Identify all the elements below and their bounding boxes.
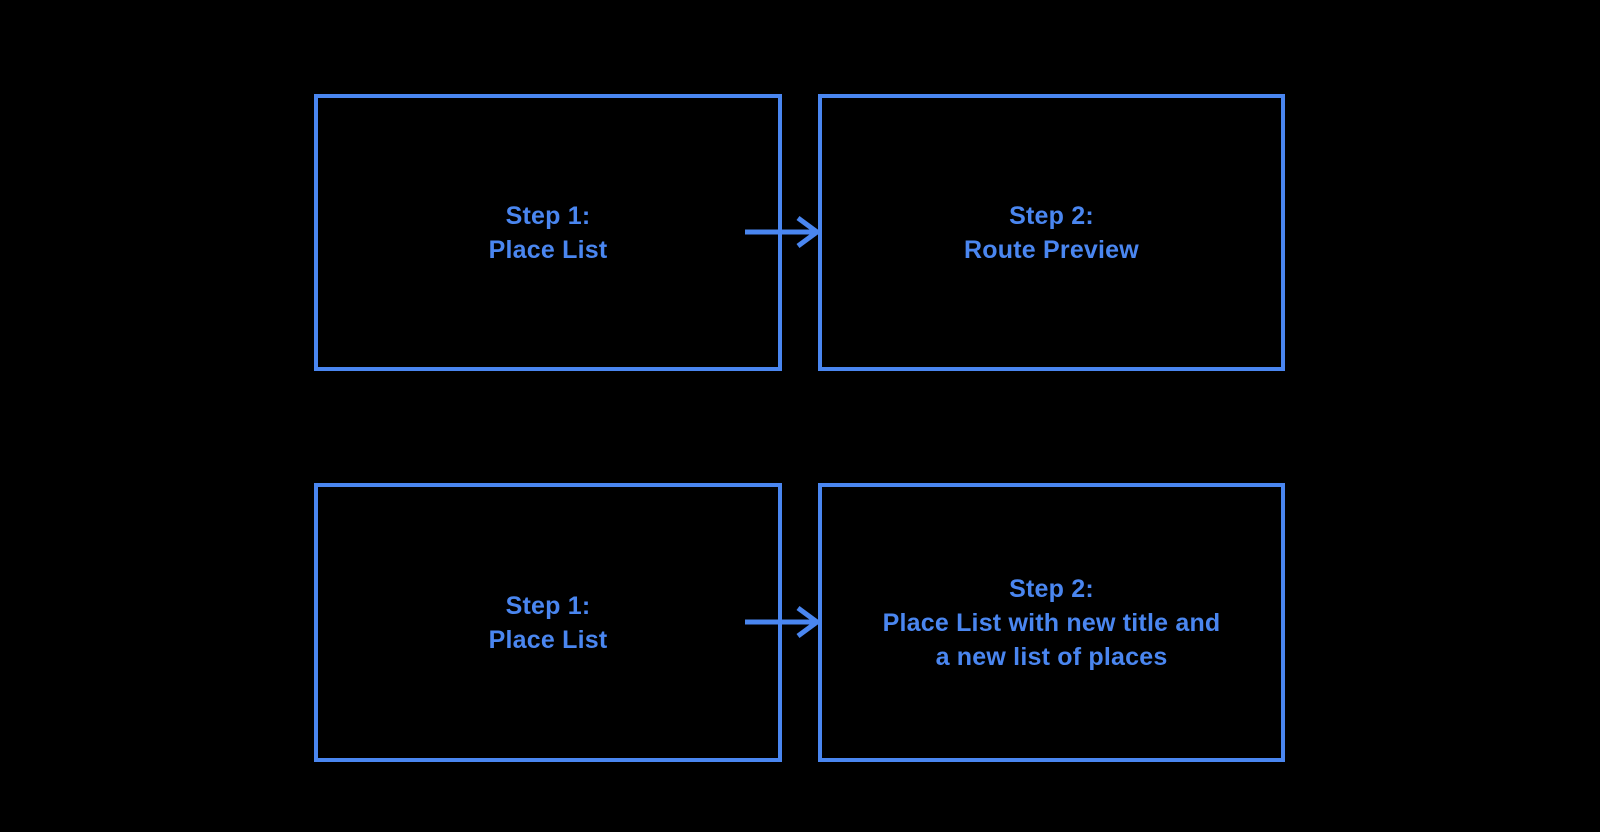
node-text-line: a new list of places — [935, 642, 1168, 671]
flow-node-row1-step2-route-preview: Step 2: Route Preview — [818, 94, 1285, 371]
node-text-line: Place List — [488, 625, 608, 654]
flow-node-row1-step1-place-list: Step 1: Place List — [314, 94, 782, 371]
flow-node-row2-step1-place-list: Step 1: Place List — [314, 483, 782, 762]
node-text-line: Route Preview — [964, 235, 1139, 264]
node-text-line: Step 2: — [1009, 574, 1094, 603]
node-text-line: Step 2: — [1009, 201, 1094, 230]
node-text-line: Place List with new title and — [882, 608, 1221, 637]
flow-node-row2-step2-place-list-new: Step 2: Place List with new title and a … — [818, 483, 1285, 762]
right-arrow-icon — [738, 207, 828, 257]
node-text-line: Place List — [488, 235, 608, 264]
node-text-line: Step 1: — [505, 591, 591, 620]
right-arrow-icon — [738, 597, 828, 647]
node-text-line: Step 1: — [505, 201, 591, 230]
